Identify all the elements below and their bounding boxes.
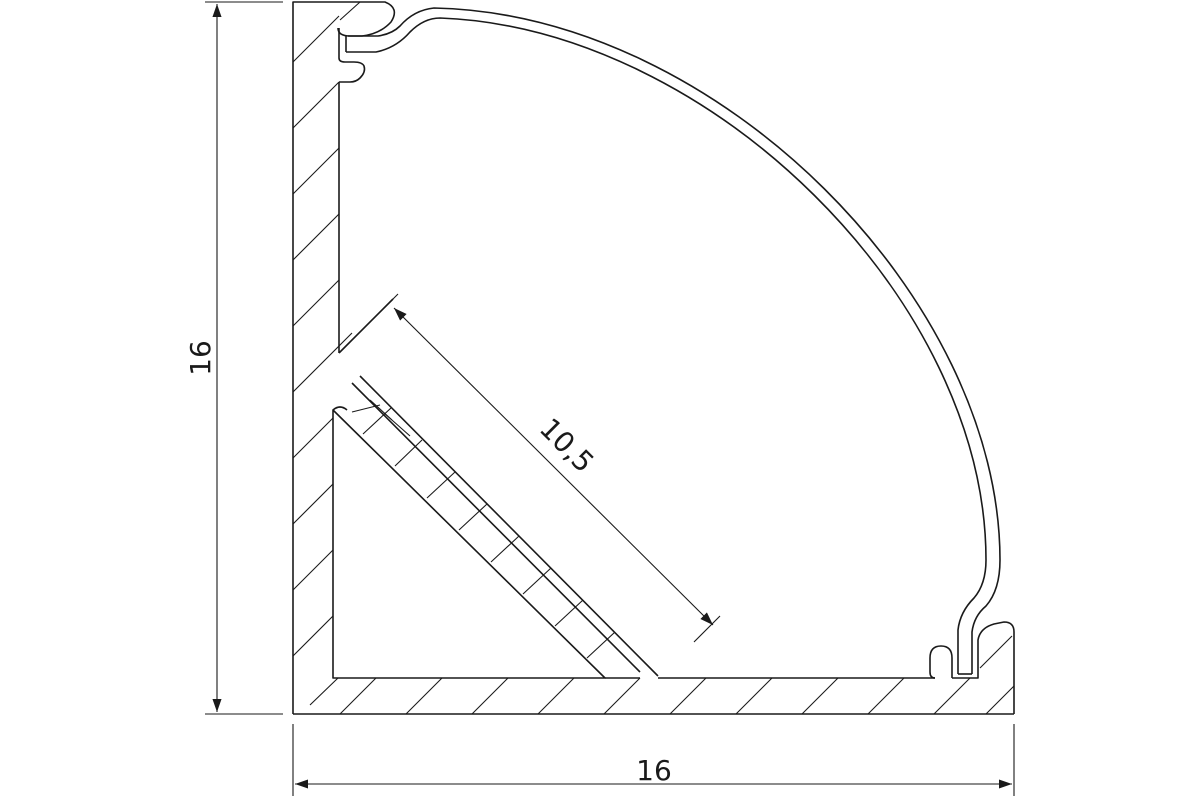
width-dimension-label: 16 (636, 754, 672, 787)
strip-dimension-label: 10,5 (533, 412, 600, 479)
wall-hatching (292, 1, 361, 706)
height-dimension: 16 (184, 1, 283, 715)
height-dimension-label: 16 (184, 340, 217, 376)
profile-body (292, 1, 1015, 715)
base-hatching (339, 635, 1015, 715)
diffuser-cover (345, 7, 1001, 675)
width-dimension: 16 (292, 724, 1015, 796)
led-strip (351, 375, 659, 677)
strip-dimension: 10,5 (371, 293, 721, 643)
